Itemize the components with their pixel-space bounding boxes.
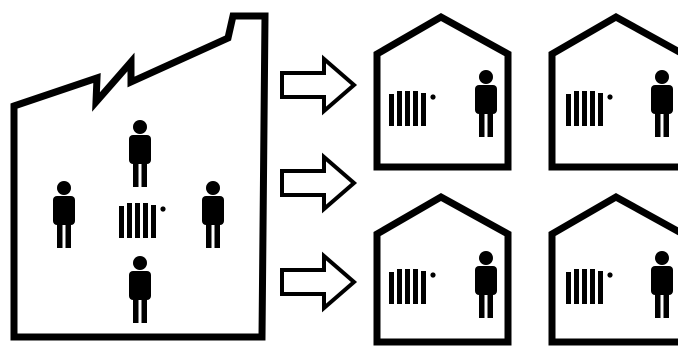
house-bottom-right-icon [552, 197, 678, 342]
house-bottom-left-icon [377, 197, 508, 342]
factory-building-icon [14, 16, 265, 337]
house-top-left-icon [377, 17, 508, 167]
arrow-right-icon-2 [282, 157, 354, 209]
arrow-right-icon-1 [282, 59, 354, 111]
arrow-right-icon-3 [282, 256, 354, 308]
house-top-right-icon [552, 17, 678, 167]
